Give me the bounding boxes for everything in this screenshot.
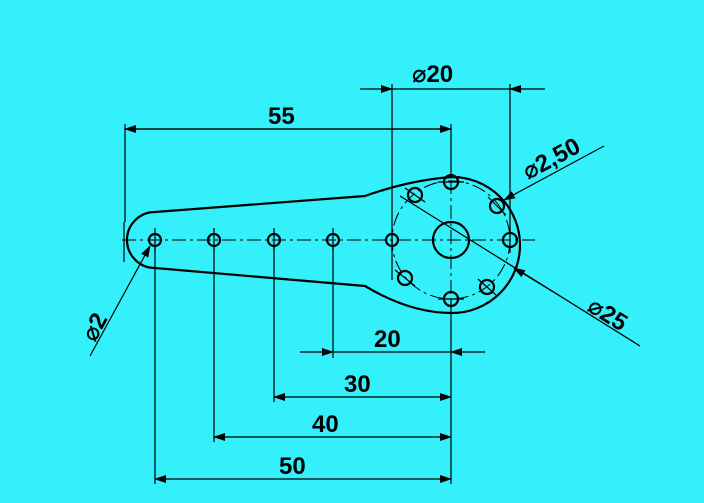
dim-25-label: ⌀25 <box>583 292 632 337</box>
extension-lines <box>124 84 511 484</box>
dim-length-55: 55 <box>124 103 452 133</box>
hub-hole <box>394 269 416 287</box>
dim-30-label: 30 <box>344 371 371 398</box>
dim-20-label: 20 <box>374 326 401 353</box>
dim-50-label: 50 <box>279 453 306 480</box>
dim-55-label: 55 <box>268 103 295 130</box>
dim-value: 2,50 <box>531 133 585 179</box>
dim-diameter-20: ⌀20 <box>360 61 545 93</box>
dim-distance-30: 30 <box>273 371 452 401</box>
dim-diameter-25: ⌀25 <box>399 195 641 347</box>
part-outline <box>125 175 522 315</box>
dim-distance-20: 20 <box>300 326 485 356</box>
dim-2-50-label: ⌀2,50 <box>518 133 585 186</box>
dim-distance-40: 40 <box>213 411 452 441</box>
dim-value: 20 <box>426 61 453 88</box>
hub-hole <box>477 278 497 296</box>
dim-diameter-20-label: ⌀20 <box>412 61 453 88</box>
diameter-symbol: ⌀ <box>412 61 426 88</box>
hub-hole <box>404 186 426 204</box>
dim-40-label: 40 <box>312 411 339 438</box>
dim-2-label: ⌀2 <box>76 309 113 346</box>
dim-diameter-2-50: ⌀2,50 <box>503 133 605 201</box>
dim-distance-50: 50 <box>154 453 452 483</box>
hub-hole <box>487 196 507 216</box>
arm-outline <box>125 175 522 315</box>
